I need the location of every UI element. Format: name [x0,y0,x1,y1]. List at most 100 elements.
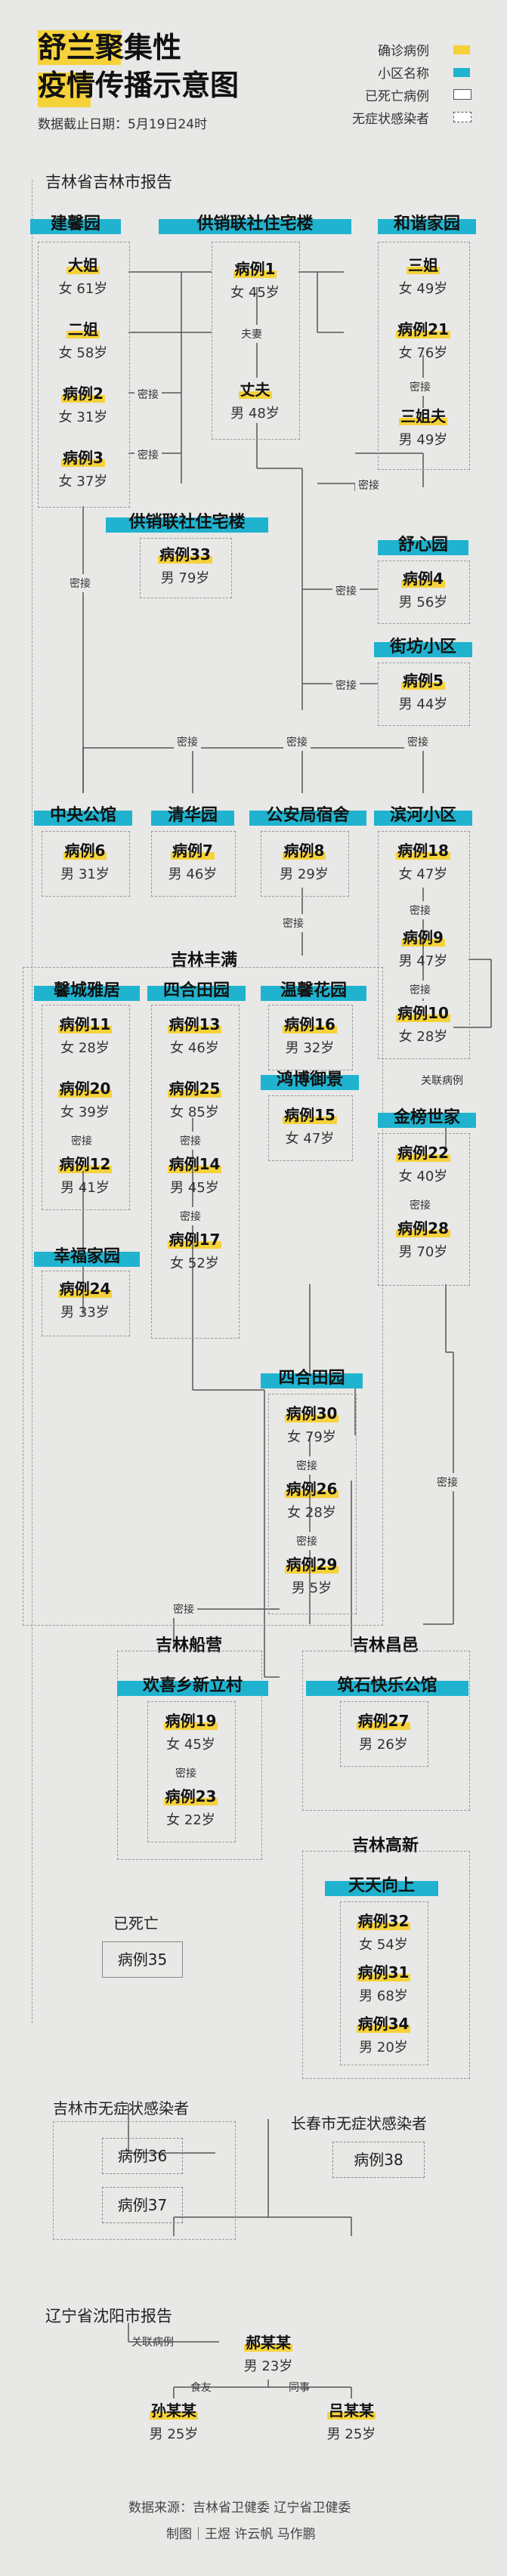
community-wenxin: 温馨花园 [280,981,347,1000]
box-xincheng [42,1005,130,1210]
case-14: 病例14 男 45岁 [167,1155,222,1196]
box-sihetian1 [151,1005,240,1339]
case-20: 病例20 女 39岁 [57,1080,113,1120]
district-jilin-chuanying: 吉林船营 [155,1636,222,1655]
case-dajie: 大姐 女 61岁 [58,256,108,297]
relation-mijie: 密接 [407,901,434,919]
community-bar-xingfu [34,1252,140,1267]
legend-label-community: 小区名称 [378,66,429,82]
community-bar-zhongyang [34,811,132,826]
community-jiefang: 街坊小区 [389,638,456,656]
box-wenxin [268,1005,353,1070]
box-jinbang [378,1133,470,1286]
community-binhe: 滨河小区 [389,806,456,825]
community-shuxin: 舒心园 [397,536,448,554]
case-25: 病例25 女 85岁 [167,1080,222,1120]
case-9: 病例9 男 47岁 [398,928,448,969]
community-sihetian1: 四合田园 [162,981,230,1000]
community-bar-tiantian [325,1881,438,1896]
relation-mijie: 密接 [174,733,201,751]
asym-case-36: 病例36 [102,2138,183,2174]
asym-case-38: 病例38 [332,2142,425,2178]
relation-mijie: 密接 [293,1456,320,1475]
relation-guanlian: 关联病例 [128,2333,177,2351]
date-text: 数据截止日期：5月19日24时 [38,117,208,132]
relation-tongshi: 同事 [286,2378,313,2396]
box-zhongyang [42,831,130,897]
box-gongxiao1 [212,242,300,440]
case-18: 病例18 女 47岁 [396,842,450,882]
community-bar-qinghua [151,811,234,826]
community-tiantian: 天天向上 [348,1876,415,1895]
community-gongxiao1: 供销联社住宅楼 [196,215,314,233]
community-jianxin: 建馨园 [50,215,100,233]
case-12: 病例12 男 41岁 [57,1155,113,1196]
district-jilin-gaoxin: 吉林高新 [351,1836,419,1855]
case-29: 病例29 男 5岁 [284,1555,339,1596]
case-17: 病例17 女 52岁 [167,1231,222,1271]
community-bar-hongbo [261,1075,359,1090]
community-bar-zhushi [306,1681,468,1696]
community-gonganju: 公安局宿舍 [266,806,350,825]
case-30: 病例30 女 79岁 [284,1404,339,1445]
box-hongbo [268,1095,353,1161]
case-sanjiefu: 三姐夫 男 49岁 [398,407,448,448]
relation-mijie: 密接 [172,1764,199,1782]
box-gaoxin [302,1851,470,2079]
box-changyi [302,1651,470,1811]
community-bar-jinbang [378,1113,476,1128]
community-bar-jiefang [374,642,472,657]
box-qinghua [151,831,236,897]
title-line-2: 疫情传播示意图 [38,69,240,102]
community-bar-huanxi [117,1681,268,1696]
case-32: 病例32 女 54岁 [356,1912,411,1953]
community-bar-xincheng [34,986,140,1001]
box-shuxin [378,561,470,624]
case-5: 病例5 男 44岁 [398,672,448,712]
title-highlight-2 [38,73,91,107]
box-tiantian [340,1901,428,2065]
case-31: 病例31 男 68岁 [356,1963,411,2004]
relation-mijie: 密接 [407,1196,434,1214]
box-huanxi [147,1701,236,1842]
community-gongxiao2: 供销联社住宅楼 [128,513,246,532]
case-21: 病例21 女 76岁 [396,320,450,361]
case-19: 病例19 女 45岁 [163,1712,218,1753]
community-bar-gonganju [249,811,366,826]
community-bar-wenxin [261,986,366,1001]
relation-mijie: 密接 [177,1132,204,1150]
deceased-case-35: 病例35 [102,1941,183,1978]
box-jilin-asym [53,2121,236,2240]
case-zhangfu: 丈夫 男 48岁 [230,381,280,422]
relation-mijie: 密接 [134,385,162,403]
relation-mijie: 密接 [177,1207,204,1225]
title-highlight [38,30,121,65]
community-bar-gongxiao2 [106,517,268,533]
district-jilin-fengman: 吉林丰满 [170,951,237,970]
case-13: 病例13 女 46岁 [167,1015,222,1056]
box-sihetian2 [268,1394,357,1614]
case-lv: 吕某某 男 25岁 [326,2401,376,2442]
case-8: 病例8 男 29岁 [280,842,329,882]
relation-mijie: 密接 [407,981,434,999]
legend-swatch-confirmed [453,45,470,54]
legend-swatch-deceased [453,89,471,100]
case-hao: 郝某某 男 23岁 [243,2334,293,2374]
community-jinbang: 金榜世家 [393,1108,460,1127]
case-2: 病例2 女 31岁 [58,385,108,425]
title-line-1: 舒兰聚集性 [38,31,182,64]
box-chuanying [117,1651,262,1860]
community-hongbo: 鸿博御景 [276,1070,343,1089]
community-bar-hexie [378,219,476,234]
relation-mijie: 密接 [280,914,307,932]
section-shenyang: 辽宁省沈阳市报告 [45,2307,172,2325]
relation-mijie: 密接 [134,446,162,464]
community-zhongyang: 中央公馆 [49,806,116,825]
community-bar-binhe [374,811,472,826]
community-sihetian2: 四合田园 [278,1369,345,1388]
relation-mijie: 密接 [293,1532,320,1550]
box-jianxin [38,242,130,508]
changchun-asym-title: 长春市无症状感染者 [291,2114,427,2133]
box-binhe [378,831,470,1059]
relation-mijie: 密接 [407,378,434,396]
